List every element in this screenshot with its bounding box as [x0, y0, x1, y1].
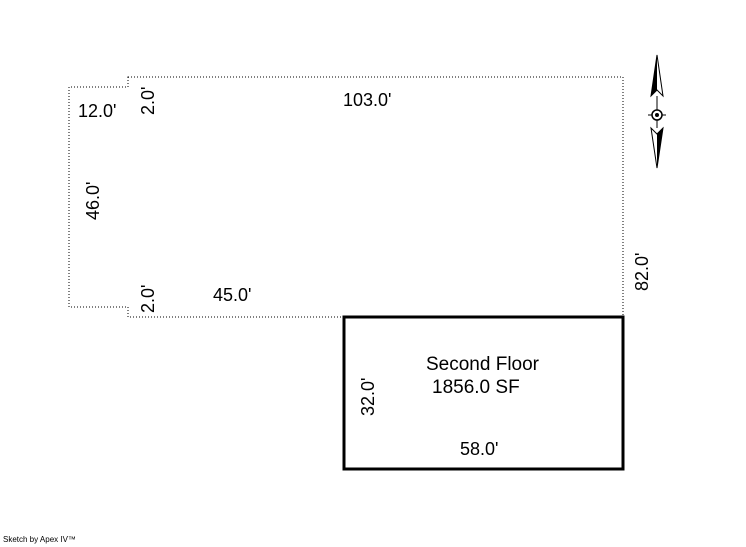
dim-top-width: 103.0': [343, 90, 391, 110]
dim-floor-height: 32.0': [358, 378, 378, 416]
dim-bottom-left: 45.0': [213, 285, 251, 305]
area-name: Second Floor: [426, 354, 540, 375]
dim-left-top: 12.0': [78, 101, 116, 121]
second-floor-rect: [342, 315, 625, 471]
dim-floor-width: 58.0': [460, 439, 498, 459]
dim-notch-top: 2.0': [138, 87, 158, 115]
dim-left-side: 46.0': [83, 182, 103, 220]
area-size: 1856.0 SF: [432, 377, 520, 398]
dim-right-side: 82.0': [632, 253, 652, 291]
upper-outline: [68, 76, 624, 318]
dim-notch-bottom: 2.0': [138, 285, 158, 313]
north-arrow-icon: [648, 54, 666, 169]
credit-text: Sketch by Apex IV™: [3, 535, 76, 544]
